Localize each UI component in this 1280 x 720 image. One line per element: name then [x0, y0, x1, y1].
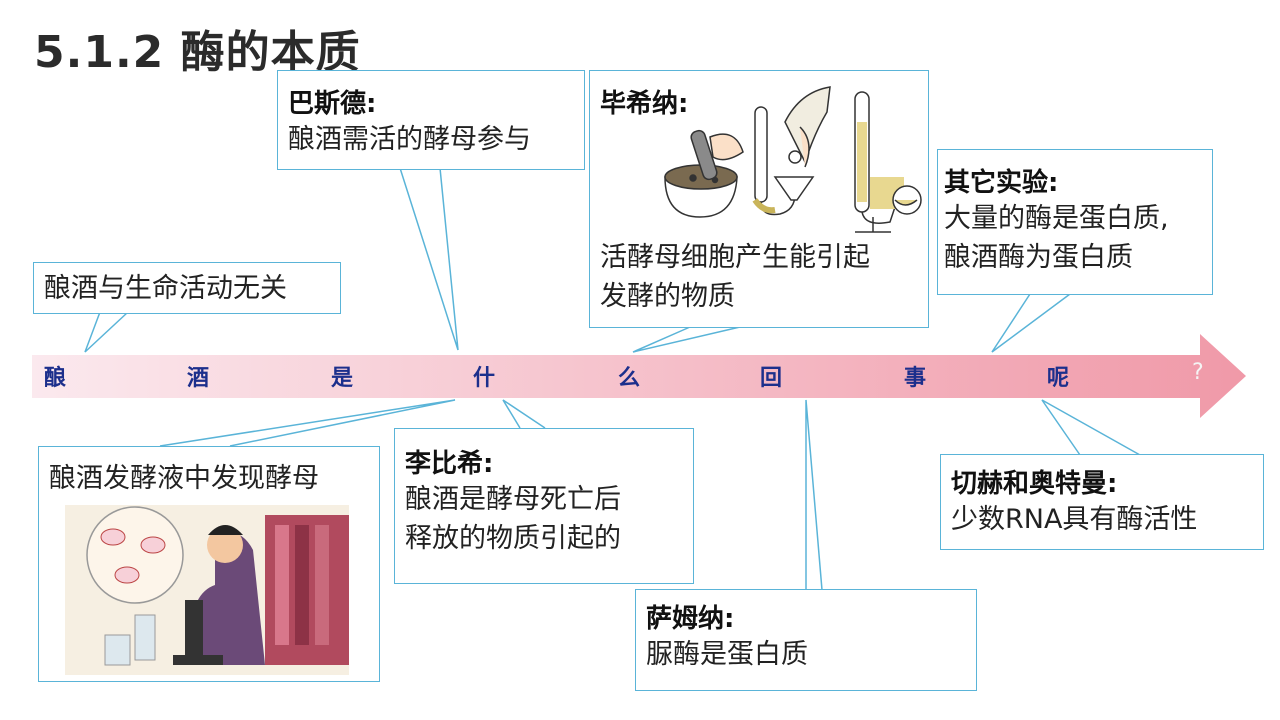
callout-text: 酿酒发酵液中发现酵母 [49, 463, 319, 494]
timeline-arrow [32, 334, 1246, 418]
callout-heading: 李比希: [405, 449, 494, 479]
callout-sumner: 萨姆纳: 脲酶是蛋白质 [635, 589, 977, 691]
timeline-char: 酿 [44, 366, 67, 391]
timeline-char: 回 [760, 366, 783, 391]
timeline-char: 事 [904, 366, 927, 391]
callout-text: 发酵的物质 [600, 281, 735, 313]
page-title: 5.1.2 酶的本质 [34, 27, 361, 78]
fermentation-tube-icon [854, 91, 922, 233]
timeline-char: 什 [473, 366, 496, 391]
callout-text: 少数RNA具有酶活性 [951, 504, 1198, 535]
callout-heading: 毕希纳: [600, 89, 689, 119]
callout-heading: 其它实验: [944, 168, 1059, 198]
callout-heading: 切赫和奥特曼: [951, 469, 1118, 499]
callout-cech-altman: 切赫和奥特曼: 少数RNA具有酶活性 [940, 454, 1264, 550]
callout-pasteur-discovery: 酿酒发酵液中发现酵母 [38, 446, 380, 682]
callout-text: 酿酒是酵母死亡后 [405, 484, 621, 515]
callout-heading: 巴斯德: [288, 89, 377, 119]
callout-text: 脲酶是蛋白质 [646, 639, 808, 670]
callout-text: 释放的物质引起的 [405, 523, 621, 555]
timeline-char: 么 [618, 366, 641, 391]
timeline-char: ? [1192, 360, 1204, 385]
timeline-char: 呢 [1047, 366, 1070, 391]
callout-heading: 萨姆纳: [646, 604, 735, 634]
callout-text: 大量的酶是蛋白质, [944, 203, 1169, 234]
filter-funnel-icon [752, 86, 831, 216]
callout-text: 酿酒酶为蛋白质 [944, 242, 1133, 274]
callout-text: 酿酒需活的酵母参与 [288, 124, 531, 155]
microscope-scientist-icon [65, 505, 349, 675]
timeline-char: 酒 [187, 366, 210, 391]
timeline-char: 是 [331, 366, 354, 391]
callout-pasteur-claim: 巴斯德: 酿酒需活的酵母参与 [277, 70, 585, 170]
callout-liebig: 李比希: 酿酒是酵母死亡后 释放的物质引起的 [394, 428, 694, 584]
callout-unrelated: 酿酒与生命活动无关 [33, 262, 341, 314]
buchner-illustrations [664, 86, 922, 233]
callout-text: 酿酒与生命活动无关 [44, 273, 287, 304]
timeline-text: 酿 酒 是 什 么 回 事 呢 ? [0, 360, 1280, 394]
callout-text: 活酵母细胞产生能引起 [600, 242, 870, 273]
mortar-pestle-icon [664, 129, 744, 218]
callout-pointers [84, 167, 1141, 591]
callout-other-experiments: 其它实验: 大量的酶是蛋白质, 酿酒酶为蛋白质 [937, 149, 1213, 295]
